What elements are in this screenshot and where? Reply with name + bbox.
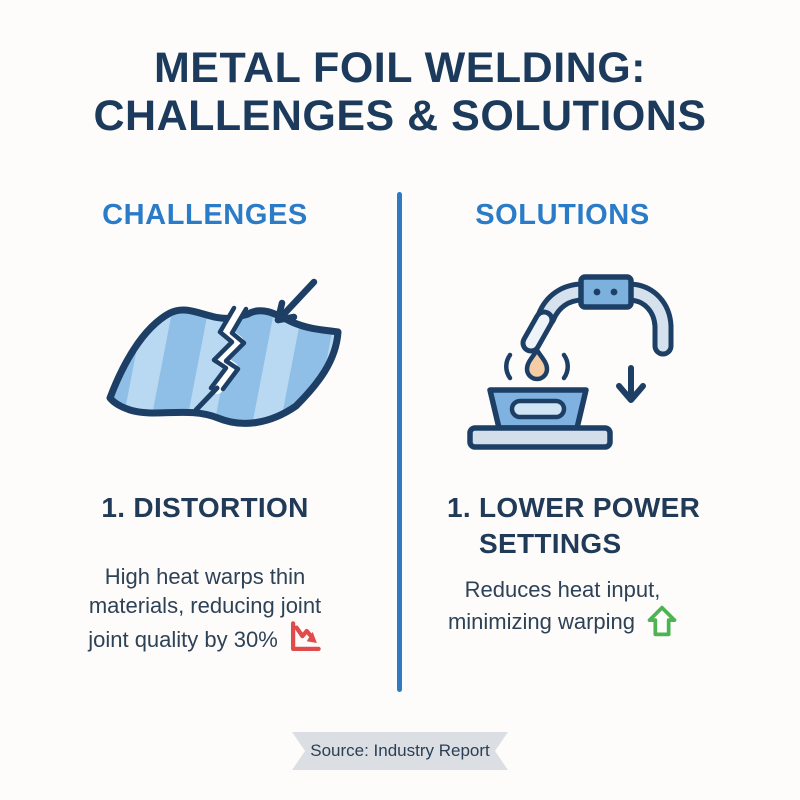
solution-description: Reduces heat input, minimizing warping (405, 575, 720, 645)
challenge-description-line2: materials, reducing joint (88, 593, 322, 618)
challenge-heading: 1. DISTORTION (101, 492, 309, 523)
column-divider (397, 192, 402, 692)
welding-torch-icon (440, 254, 710, 471)
solution-heading-line1: 1. LOWER POWER (447, 492, 701, 523)
declining-chart-icon (288, 620, 322, 661)
solution-description-line2: minimizing warping (405, 604, 720, 645)
solution-description-line1: Reduces heat input, (464, 577, 661, 602)
challenge-description: High heat warps thin materials, reducing… (40, 562, 370, 661)
molten-droplet-icon (504, 347, 570, 382)
challenges-column-header: CHALLENGES (102, 199, 308, 231)
challenge-description-line1: High heat warps thin (104, 564, 306, 589)
cracked-foil-icon (90, 266, 350, 466)
solution-heading: 1. LOWER POWER SETTINGS (447, 490, 727, 562)
source-label: Source: Industry Report (310, 741, 490, 760)
solutions-column-header: SOLUTIONS (475, 199, 650, 231)
stress-arrow-icon (274, 278, 318, 324)
page-title-line2: CHALLENGES & SOLUTIONS (93, 92, 707, 140)
page-title: METAL FOIL WELDING: CHALLENGES & SOLUTIO… (0, 44, 800, 140)
challenge-description-line3: joint quality by 30% (40, 620, 370, 661)
solution-heading-line2: SETTINGS (479, 528, 622, 559)
lower-power-arrow-icon (616, 365, 646, 403)
source-ribbon: Source: Industry Report (292, 732, 508, 770)
page-title-line1: METAL FOIL WELDING: (153, 44, 646, 92)
up-arrow-icon (647, 604, 677, 645)
